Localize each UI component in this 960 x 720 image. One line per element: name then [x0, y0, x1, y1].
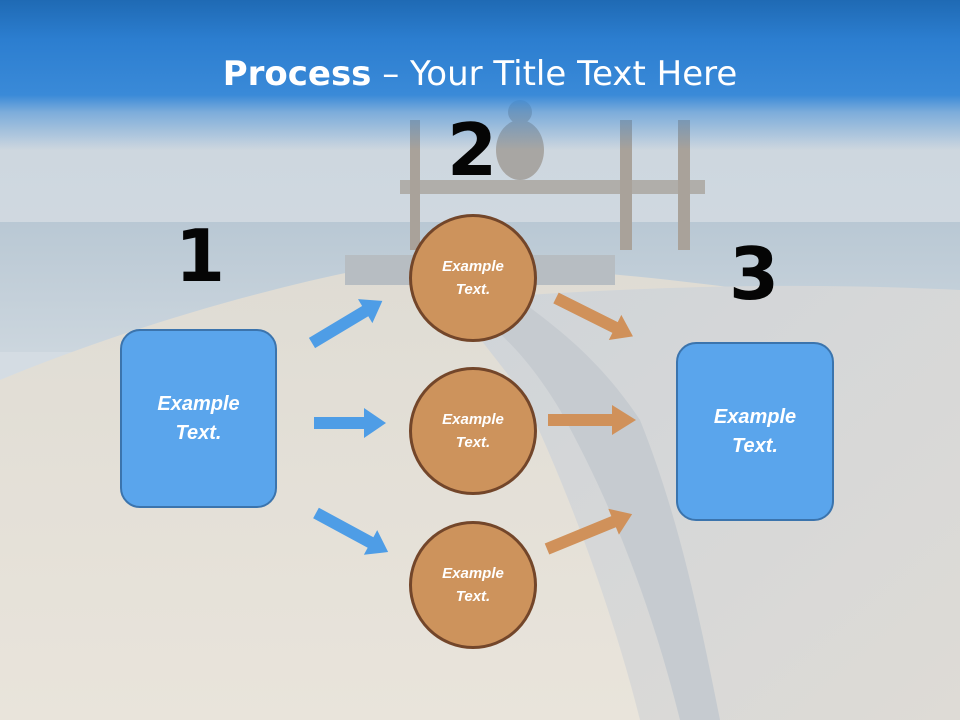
middle-circle-bottom: Example Text.	[409, 521, 537, 649]
arrow-right-icon	[553, 292, 633, 340]
middle-circle-top: Example Text.	[409, 214, 537, 342]
arrow-right-icon	[313, 507, 389, 555]
source-box: Example Text.	[120, 329, 277, 508]
middle-circle-bottom-label: Example Text.	[442, 565, 504, 605]
arrow-right-icon	[544, 508, 633, 555]
slide-title: Process – Your Title Text Here	[0, 52, 960, 96]
source-box-label: Example Text.	[157, 392, 240, 444]
step-number-3: 3	[728, 232, 780, 316]
middle-circle-top-label: Example Text.	[442, 258, 504, 298]
target-box-label: Example Text.	[713, 405, 797, 457]
step-number-2: 2	[446, 108, 498, 192]
middle-circle-center-label: Example Text.	[442, 411, 504, 451]
title-bar	[0, 0, 960, 150]
step-number-1: 1	[174, 214, 226, 298]
title-bold: Process	[222, 54, 372, 94]
middle-circle-center: Example Text.	[409, 367, 537, 495]
arrow-right-icon	[314, 408, 386, 438]
arrow-right-icon	[308, 299, 383, 349]
arrow-right-icon	[548, 405, 636, 435]
target-box: Example Text.	[676, 342, 834, 521]
title-rest: – Your Title Text Here	[371, 54, 738, 94]
